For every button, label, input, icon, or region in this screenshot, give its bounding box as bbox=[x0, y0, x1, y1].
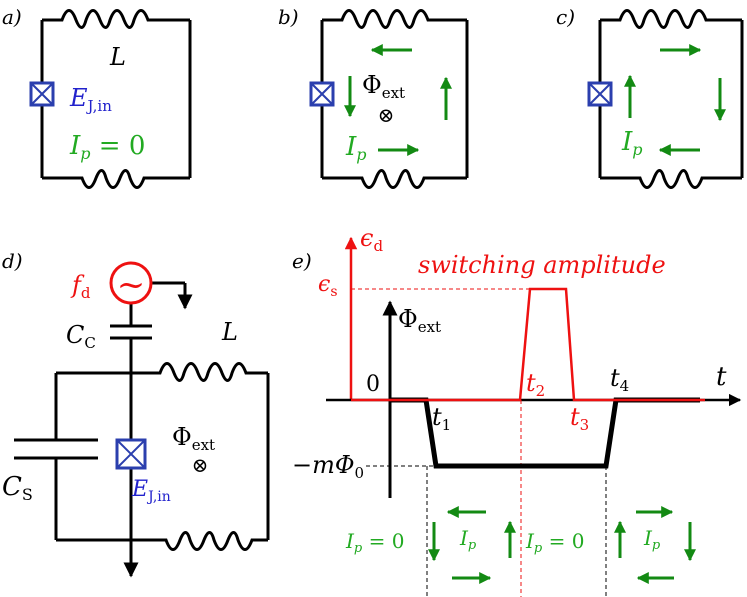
coil-top-d bbox=[131, 362, 268, 382]
flux-low-label: −mΦ0 bbox=[292, 451, 364, 482]
current-arrows-b bbox=[344, 44, 452, 156]
switch-level-label: ϵs bbox=[318, 272, 338, 300]
current-arrows-c bbox=[624, 44, 726, 156]
current-label-a: Ip = 0 bbox=[69, 131, 145, 163]
junction-energy-label-a: EJ,in bbox=[69, 84, 112, 115]
flux-label-b: Φext bbox=[362, 71, 405, 102]
drive-source bbox=[109, 261, 153, 305]
coil-top bbox=[600, 9, 742, 29]
current-label-c: Ip bbox=[621, 127, 643, 159]
state-label-2: Ip bbox=[459, 526, 477, 553]
time-marker-t3: t3 bbox=[570, 403, 589, 434]
coil-bottom bbox=[322, 169, 467, 189]
panel-label-d: d) bbox=[2, 249, 23, 273]
time-axis-label: t bbox=[716, 362, 727, 392]
state-arrows-cw bbox=[614, 506, 696, 584]
coil-bottom bbox=[600, 169, 742, 189]
flux-label-d: Φext bbox=[172, 423, 215, 454]
time-marker-t1: t1 bbox=[432, 403, 451, 434]
inductor-label-d: L bbox=[221, 318, 238, 346]
switching-amplitude-annotation: switching amplitude bbox=[418, 251, 666, 279]
zero-label: 0 bbox=[366, 372, 380, 397]
junction-d bbox=[115, 438, 147, 470]
coil-bottom bbox=[42, 169, 190, 189]
coil-top bbox=[42, 9, 190, 29]
drive-frequency-label: fd bbox=[70, 271, 91, 302]
junction-b bbox=[309, 81, 335, 107]
junction-energy-label-d: EJ,in bbox=[131, 477, 171, 505]
junction-a bbox=[29, 81, 55, 107]
state-label-4: Ip bbox=[643, 526, 661, 553]
panel-label-c: c) bbox=[556, 5, 575, 29]
panel-label-e: e) bbox=[292, 249, 312, 273]
state-label-1: Ip = 0 bbox=[345, 529, 404, 556]
state-label-3: Ip = 0 bbox=[525, 529, 584, 556]
coil-top bbox=[322, 9, 467, 29]
panel-label-b: b) bbox=[278, 5, 299, 29]
flux-into-page-icon-d: ⊗ bbox=[192, 453, 209, 477]
panel-d-circuit bbox=[14, 281, 270, 565]
shunt-cap-label: CS bbox=[2, 472, 33, 504]
drive-axis-label: ϵd bbox=[360, 224, 383, 255]
flux-axis-label: Φext bbox=[398, 305, 441, 336]
flux-into-page-icon-b: ⊗ bbox=[378, 103, 395, 127]
time-marker-t2: t2 bbox=[526, 369, 545, 400]
inductor-label-a: L bbox=[109, 43, 126, 71]
coil-bottom-d bbox=[131, 531, 268, 551]
state-arrows-ccw bbox=[428, 506, 516, 584]
junction-c bbox=[587, 81, 613, 107]
drive-pulse-trace bbox=[351, 287, 705, 402]
sine-source-icon: ~ bbox=[117, 265, 146, 305]
panel-label-a: a) bbox=[2, 5, 22, 29]
current-label-b: Ip bbox=[345, 132, 367, 164]
coupling-cap-label: CC bbox=[66, 321, 96, 352]
time-marker-t4: t4 bbox=[610, 364, 629, 395]
